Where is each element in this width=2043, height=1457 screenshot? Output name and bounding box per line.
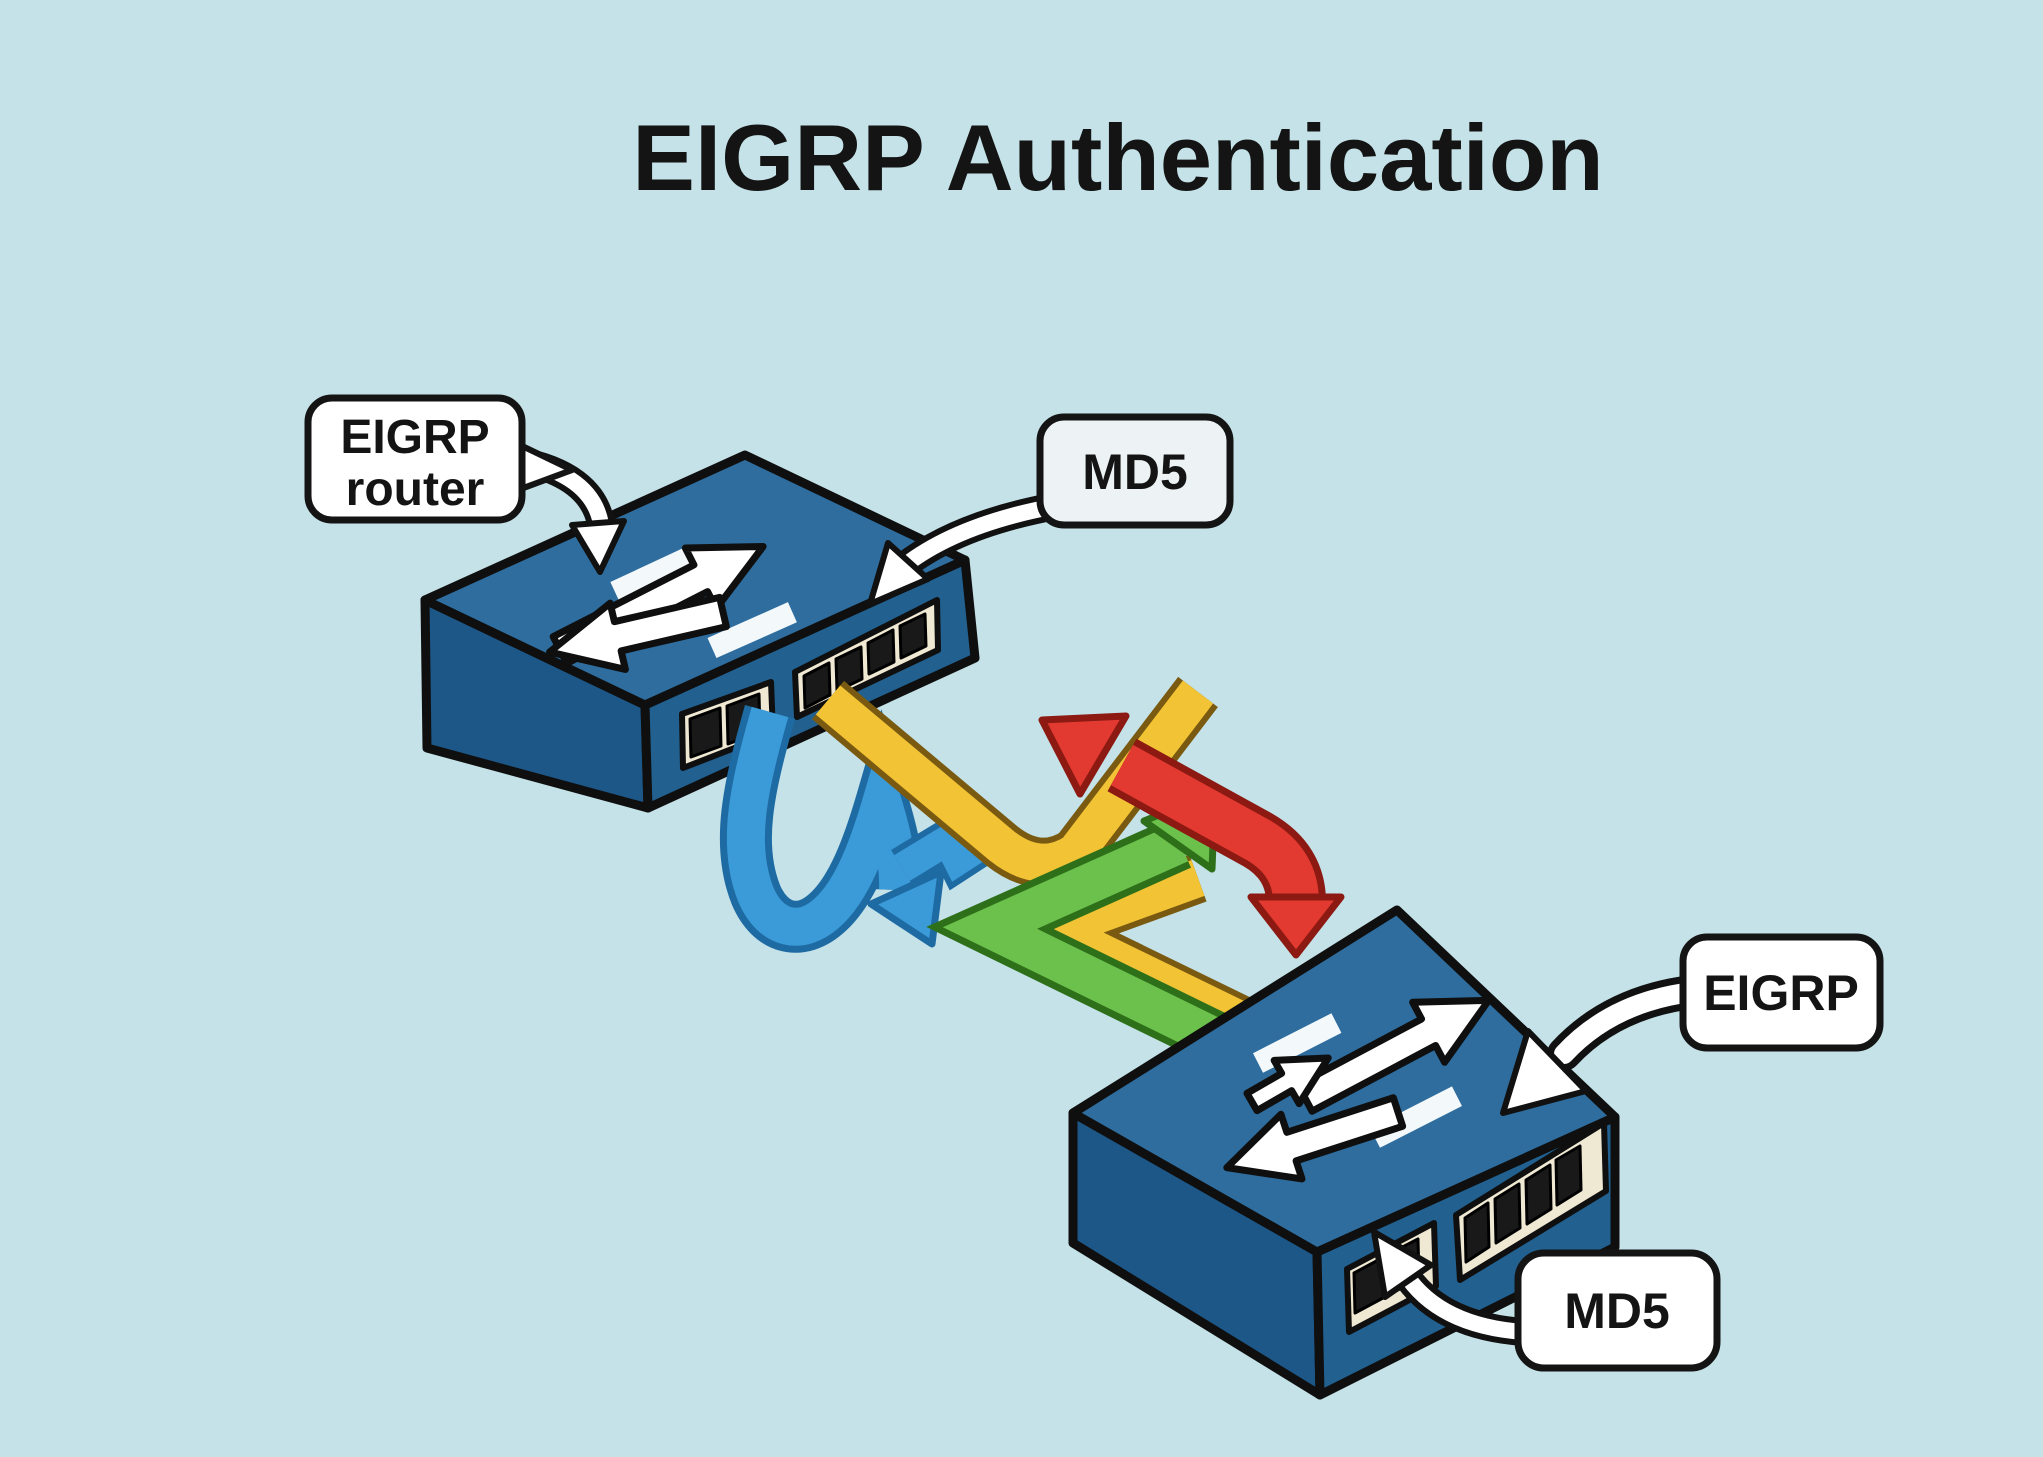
md5-bottom-pointer-arrow (1371, 1229, 1538, 1346)
callout-eigrp-right: EIGRP (1679, 933, 1884, 1052)
callout-label: EIGRP (1703, 965, 1859, 1021)
port (1524, 1163, 1553, 1226)
red-arrowhead-down (1247, 893, 1345, 959)
left-router (420, 450, 980, 813)
diagram-title: EIGRP Authentication (632, 105, 1603, 210)
port (1493, 1182, 1522, 1245)
routing-arrows-icon (1223, 996, 1493, 1183)
blue-flow-arrow (719, 704, 945, 953)
pointer-arrowhead (867, 540, 931, 607)
blue-arrowhead (867, 868, 945, 948)
routing-arrows-icon (546, 542, 797, 673)
port (688, 706, 723, 759)
port (898, 612, 928, 660)
callout-box (1514, 1249, 1721, 1372)
pointer-arrowhead (1371, 1229, 1434, 1300)
port (1463, 1201, 1491, 1264)
pointer-arrowhead (569, 518, 627, 575)
left-router-port-panel-b (792, 597, 941, 720)
arrow-up-right-icon (1294, 996, 1493, 1115)
yellow-flow-arrow-upper (811, 676, 1218, 888)
arrow-down-left-icon (546, 593, 730, 673)
callout-eigrp-router: EIGRP router (304, 394, 575, 524)
red-flow-arrow (1038, 712, 1345, 959)
callout-box (304, 394, 526, 524)
slash-mark (610, 547, 694, 602)
small-arrow-up-right-icon (1243, 1054, 1332, 1115)
callout-box (1679, 933, 1884, 1052)
callout-label: MD5 (1564, 1283, 1670, 1339)
right-router (1068, 905, 1620, 1400)
md5-top-pointer-arrow (867, 492, 1070, 607)
slash-mark (707, 602, 797, 659)
red-arrowhead-up-left (1038, 712, 1130, 798)
arrow-down-left-icon (1223, 1094, 1407, 1183)
callout-label: MD5 (1082, 444, 1188, 500)
pointer-arrowhead (1500, 1028, 1589, 1116)
callout-label: EIGRP (340, 411, 489, 464)
port (802, 661, 832, 710)
callout-md5-top: MD5 (1036, 413, 1234, 529)
port (1554, 1144, 1583, 1207)
eigrp-right-pointer-arrow (1500, 975, 1709, 1116)
port (834, 645, 864, 693)
callout-box (1036, 413, 1234, 529)
port (866, 628, 896, 676)
callout-md5-bottom: MD5 (1514, 1249, 1721, 1372)
callout-label: router (346, 463, 485, 516)
right-router-port-panel-b (1453, 1120, 1609, 1283)
